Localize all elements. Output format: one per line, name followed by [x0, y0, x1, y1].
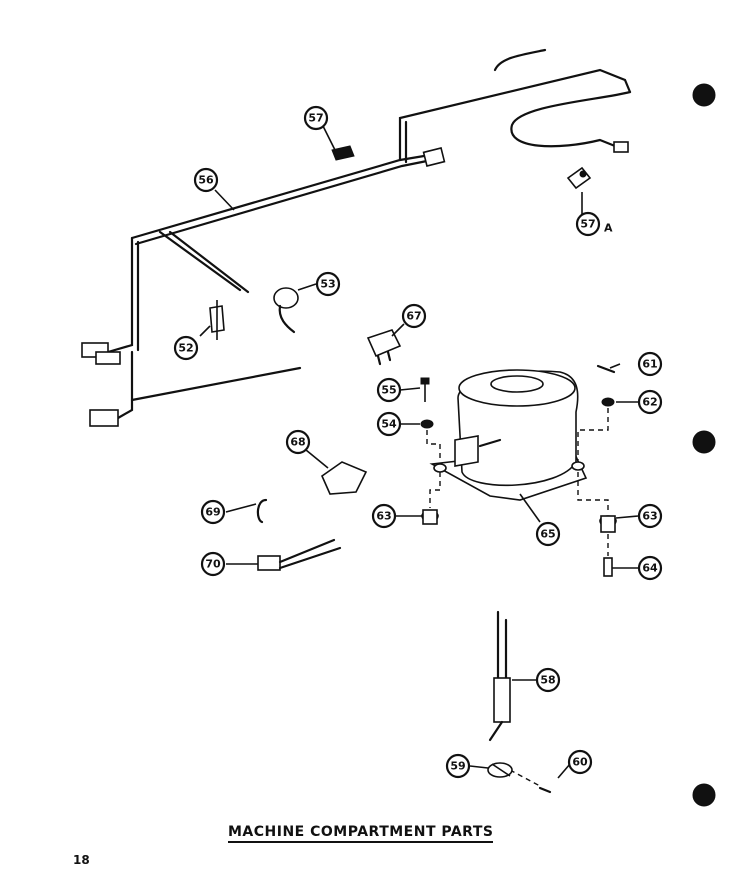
clip-part-69 [256, 498, 268, 524]
pin-part-61 [596, 364, 616, 374]
screw-part-60 [538, 786, 552, 794]
compressor-part-65 [429, 369, 588, 501]
clamp-part-59 [487, 762, 513, 778]
overload-part-58 [488, 610, 511, 742]
callout-70-label: 70 [205, 558, 221, 571]
callout-63-left: 63 [371, 503, 397, 529]
callout-67-label: 67 [406, 310, 421, 323]
callout-57a: 57 A [575, 211, 613, 237]
callout-52-label: 52 [178, 342, 193, 355]
callout-67: 67 [401, 303, 427, 329]
callout-69-label: 69 [205, 506, 220, 519]
callout-63-left-label: 63 [376, 510, 391, 523]
callout-58-label: 58 [540, 674, 555, 687]
callout-59-label: 59 [450, 760, 465, 773]
washer-part-54 [420, 419, 434, 429]
mount-part-63-right [599, 515, 617, 533]
callout-54-label: 54 [381, 418, 397, 431]
callout-55-label: 55 [381, 384, 396, 397]
connector-part-57a [566, 166, 592, 190]
callout-53-label: 53 [320, 278, 335, 291]
callout-62-label: 62 [642, 396, 657, 409]
wiring-harness [81, 48, 632, 427]
screw-part-55 [420, 377, 430, 402]
callout-57a-label: 57 [580, 218, 595, 231]
callout-55: 55 [376, 377, 402, 403]
callout-53: 53 [315, 271, 341, 297]
callout-68: 68 [285, 429, 311, 455]
callout-64-label: 64 [642, 562, 658, 575]
clamp-part-52 [209, 300, 225, 340]
callout-57-label: 57 [308, 112, 323, 125]
callout-65: 65 [535, 521, 561, 547]
cover-part-68 [321, 461, 368, 495]
punch-hole-top [692, 83, 716, 107]
callout-63-right: 63 [637, 503, 663, 529]
mount-part-63-left [421, 509, 439, 525]
callout-57: 57 [303, 105, 329, 131]
callout-64: 64 [637, 555, 663, 581]
callout-56-label: 56 [198, 174, 214, 187]
page-title: MACHINE COMPARTMENT PARTS [228, 824, 494, 843]
callout-60-label: 60 [572, 756, 588, 769]
callout-58: 58 [535, 667, 561, 693]
callout-60: 60 [567, 749, 593, 775]
sleeve-part-64 [603, 557, 613, 577]
clip-part-57 [331, 145, 355, 161]
callout-68-label: 68 [290, 436, 305, 449]
washer-part-62 [601, 397, 615, 407]
grommet-part-53 [273, 287, 299, 334]
callout-61-label: 61 [642, 358, 657, 371]
callout-61: 61 [637, 351, 663, 377]
callout-54: 54 [376, 411, 402, 437]
punch-hole-bottom [692, 783, 716, 807]
callout-62: 62 [637, 389, 663, 415]
punch-hole-middle [692, 430, 716, 454]
callout-63-right-label: 63 [642, 510, 657, 523]
callout-57a-suffix: A [604, 222, 613, 235]
page-number: 18 [73, 853, 90, 867]
callout-52: 52 [173, 335, 199, 361]
callout-59: 59 [445, 753, 471, 779]
connector-part-70 [257, 538, 342, 571]
callout-65-label: 65 [540, 528, 555, 541]
callout-56: 56 [193, 167, 219, 193]
callout-70: 70 [200, 551, 226, 577]
relay-part-67 [366, 329, 402, 366]
callout-69: 69 [200, 499, 226, 525]
